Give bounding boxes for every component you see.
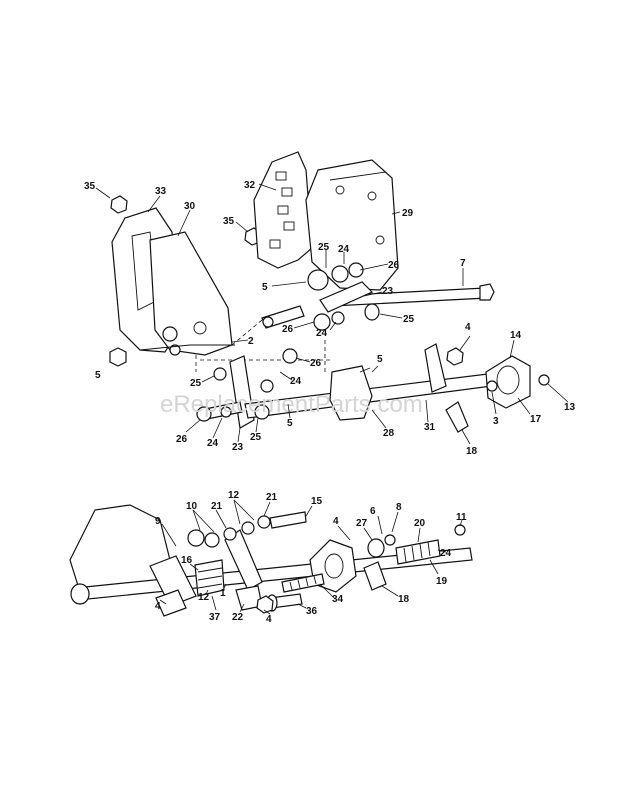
callout-14: 14	[510, 330, 522, 341]
callout-12-b: 12	[198, 592, 210, 603]
callout-26-b: 26	[282, 324, 294, 335]
callout-3: 3	[493, 416, 499, 427]
callout-25-d: 25	[250, 432, 262, 443]
callout-4-a: 4	[333, 516, 339, 527]
bolt-18-upper	[445, 401, 469, 433]
callout-6: 6	[370, 506, 376, 517]
callout-5-a: 5	[262, 282, 268, 293]
bracket-28	[329, 365, 373, 421]
callout-2: 2	[248, 336, 254, 347]
callout-7: 7	[460, 258, 466, 269]
watermark-text: eReplacementParts.com	[160, 391, 423, 418]
callout-9: 9	[155, 516, 161, 527]
callout-37: 37	[209, 612, 221, 623]
callout-34: 34	[332, 594, 344, 605]
callout-4: 4	[465, 322, 471, 333]
upper-assembly	[109, 151, 550, 433]
callout-15: 15	[311, 496, 323, 507]
callout-21-b: 21	[211, 501, 223, 512]
nut-4-lower	[256, 595, 274, 614]
callout-8: 8	[396, 502, 402, 513]
leader-lines	[95, 183, 569, 615]
callout-30: 30	[184, 201, 196, 212]
plate-29	[305, 159, 399, 291]
callout-13: 13	[564, 402, 576, 413]
callout-12-a: 12	[228, 490, 240, 501]
nut-35-a	[110, 195, 128, 214]
callout-31: 31	[424, 422, 436, 433]
plate-32	[253, 151, 313, 269]
callout-25-c: 25	[190, 378, 202, 389]
callout-16: 16	[181, 555, 193, 566]
callout-18-a: 18	[466, 446, 478, 457]
callout-4-c: 4	[266, 614, 272, 625]
callout-11: 11	[456, 512, 467, 523]
callout-4-b: 4	[155, 601, 161, 612]
callout-21-a: 21	[266, 492, 278, 503]
callout-35-a: 35	[84, 181, 96, 192]
callout-26-c: 26	[310, 358, 322, 369]
callout-29: 29	[402, 208, 414, 219]
callout-1: 1	[220, 588, 226, 599]
nut-5-left	[109, 347, 127, 367]
callout-35-b: 35	[223, 216, 235, 227]
callout-24-d: 24	[207, 438, 219, 449]
callout-33: 33	[155, 186, 167, 197]
callout-5-c: 5	[95, 370, 101, 381]
callout-26-a: 26	[388, 260, 400, 271]
callouts-lower: 12 21 15 10 21 9 4 6 8 11 27 20 24 16 19…	[155, 490, 467, 625]
callout-19: 19	[436, 576, 448, 587]
callout-5-d: 5	[287, 418, 293, 429]
callout-28: 28	[383, 428, 395, 439]
callout-32: 32	[244, 180, 256, 191]
callout-23-a: 23	[382, 286, 394, 297]
bracket-30	[149, 231, 233, 356]
lower-assembly	[69, 504, 473, 617]
callout-20: 20	[414, 518, 426, 529]
callout-25-b: 25	[403, 314, 415, 325]
callout-25-a: 25	[318, 242, 330, 253]
callout-22: 22	[232, 612, 244, 623]
callouts-upper: 35 33 30 32 35 29 25 24 26 5 7 23 26 24 …	[84, 180, 576, 457]
callout-24-c: 24	[290, 376, 302, 387]
bolt-18-lower	[363, 561, 387, 591]
callout-18-b: 18	[398, 594, 410, 605]
callout-27: 27	[356, 518, 368, 529]
flange-14	[485, 355, 531, 409]
callout-17: 17	[530, 414, 542, 425]
callout-26-d: 26	[176, 434, 188, 445]
callout-24-e: 24	[440, 548, 452, 559]
callout-5-b: 5	[377, 354, 383, 365]
callout-36: 36	[306, 606, 318, 617]
bolt-34	[281, 573, 325, 593]
callout-24-a: 24	[338, 244, 350, 255]
nut-4	[446, 347, 464, 366]
callout-24-b: 24	[316, 328, 328, 339]
callout-23-b: 23	[232, 442, 244, 453]
callout-10: 10	[186, 501, 198, 512]
